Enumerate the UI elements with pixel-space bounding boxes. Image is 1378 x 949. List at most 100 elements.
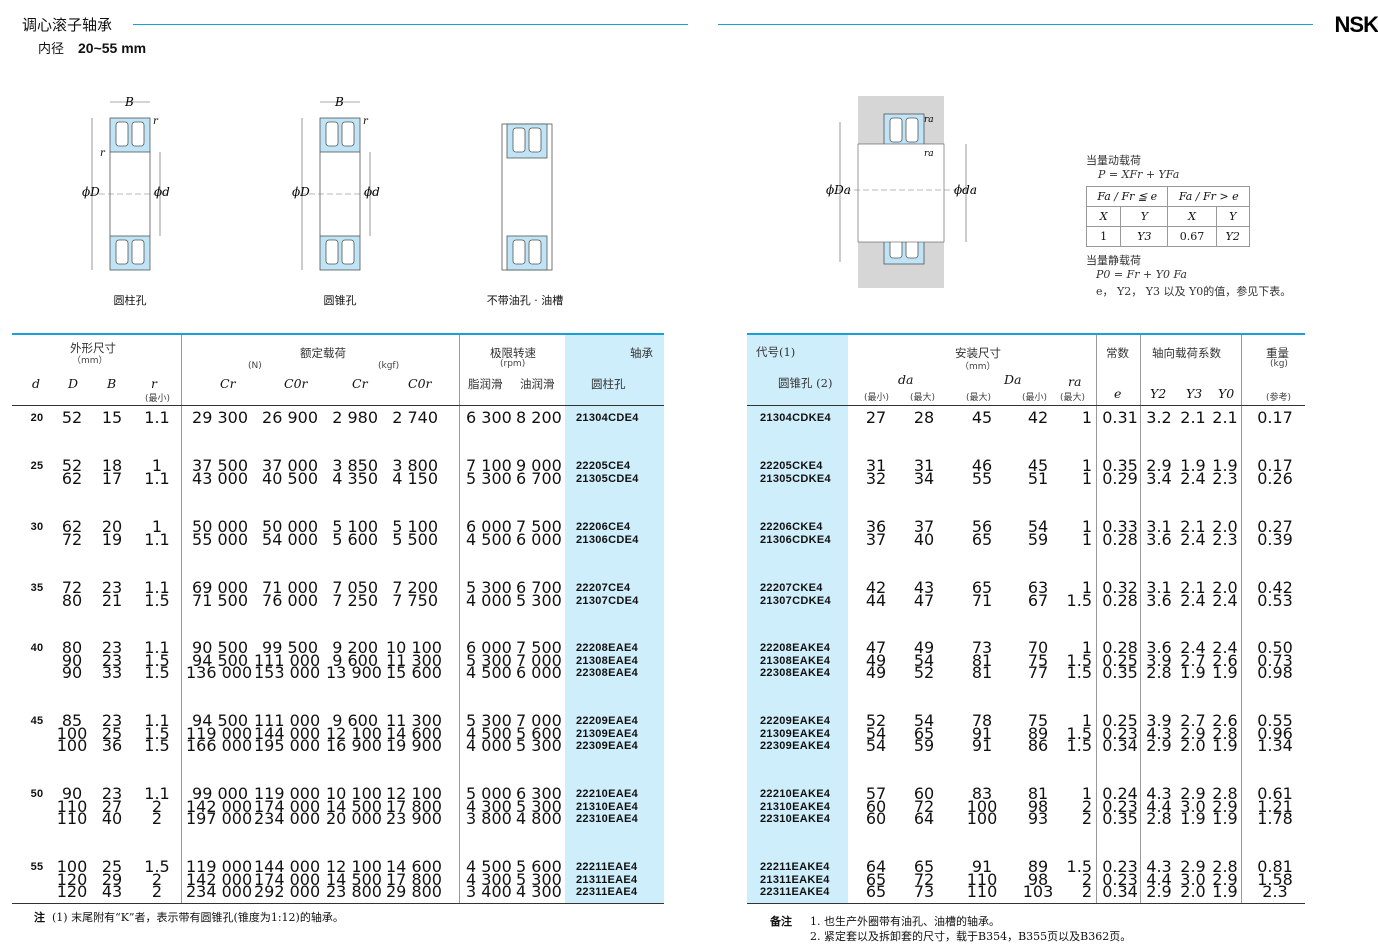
cell-ra-max-value: 1 (1081, 711, 1092, 730)
cell-c0r-kgf-value: 10 100 (386, 638, 442, 657)
bore-value: 20~55 mm (78, 40, 147, 56)
cell-c0r-n-value: 234 000 (254, 809, 321, 828)
cell-da-min-value: 44 (865, 590, 887, 610)
cell-width-B-value: 23 (101, 650, 123, 670)
cell-bore-d: 50 (22, 788, 52, 801)
left-table-top-rule (12, 333, 664, 335)
cell-ra-max-value: 2 (1081, 796, 1092, 816)
cell-weight-value: 1.34 (1257, 736, 1293, 755)
caption-no-oil-groove: 不带油孔 · 油槽 (486, 294, 564, 307)
cell-Da-max-value: 56 (971, 517, 993, 536)
cell-e-value: 0.35 (1102, 663, 1138, 682)
cell-ra-max-value: 1 (1081, 456, 1092, 475)
cell-Da-min-value: 67 (1027, 590, 1049, 610)
cell-da-max-value: 47 (913, 590, 935, 610)
cell-chamfer-r-value: 1.5 (144, 650, 170, 670)
cell-Da-min-value: 75 (1027, 650, 1049, 670)
hdr-load-n: (N) (248, 361, 262, 371)
cell-cr-n-value: 29 300 (192, 408, 248, 427)
cell-c0r-kgf-value: 19 900 (386, 736, 442, 755)
cell-weight-value: 0.81 (1257, 857, 1293, 876)
cell-y0-value: 2.8 (1212, 723, 1238, 743)
cell-e-value: 0.28 (1102, 590, 1138, 610)
cell-cr-kgf-value: 2 980 (332, 408, 378, 427)
cell-width-B-value: 23 (101, 578, 123, 597)
cell-y2-value: 2.9 (1146, 456, 1172, 475)
cell-bore-d-value: 40 (30, 642, 44, 654)
dim-ra-label: ra (924, 115, 934, 125)
cell-y0-value: 2.8 (1212, 784, 1238, 803)
cell-y2-value: 4.3 (1146, 723, 1172, 743)
cell-bearing-number-value: 22310EAE4 (576, 813, 639, 825)
cell-c0r-kgf-value: 7 750 (392, 590, 438, 610)
cell-da-max-value: 65 (913, 723, 935, 743)
cell-cr-kgf-value: 9 600 (332, 650, 378, 670)
cell-bearing-number-value: 22208EAE4 (576, 642, 639, 654)
cell-width-B-value: 23 (101, 711, 123, 730)
cell-bore-d-value: 25 (30, 460, 44, 472)
cell-taper-number-value: 21311EAKE4 (760, 873, 830, 886)
cell-speed-grease-value: 5 300 (466, 468, 512, 488)
cell-speed-grease-value: 4 300 (466, 796, 512, 816)
cell-taper-number-value: 22211EAKE4 (760, 861, 830, 873)
cell-e-value: 0.32 (1102, 578, 1138, 597)
cell-outer-D-value: 85 (61, 711, 83, 730)
cell-da-max-value: 65 (913, 857, 935, 876)
hdr-cylindrical: 圆柱孔 (591, 377, 626, 391)
cell-speed-grease-value: 3 400 (466, 882, 512, 901)
cell-speed-oil-value: 7 000 (516, 711, 562, 730)
cell-cr-n-value: 142 000 (186, 869, 253, 889)
page-title: 调心滚子轴承 (22, 16, 113, 34)
cell-c0r-kgf-value: 4 150 (392, 468, 438, 488)
cell-outer-D-value: 80 (61, 638, 83, 657)
dim-r-label: r (153, 116, 159, 127)
dim-phiD-label: ϕD (82, 185, 100, 199)
cell-taper-number-value: 21306CDKE4 (760, 533, 831, 546)
cell-y0: 2.1 (1210, 410, 1240, 425)
cell-c0r-kgf-value: 5 100 (392, 517, 438, 536)
cell-y3-value: 1.9 (1180, 809, 1206, 828)
cell-da-min-value: 49 (865, 650, 887, 670)
cell-y3-value: 2.9 (1180, 784, 1206, 803)
cell-c0r-kgf: 2 740 (386, 410, 438, 425)
cell-Da-min: 42 (1020, 410, 1056, 425)
cell-speed-oil-value: 5 300 (516, 736, 562, 755)
dim-r-label: r (363, 116, 369, 127)
cell-chamfer-r-value: 2 (151, 809, 163, 828)
dim-phiD-label: ϕD (292, 185, 310, 199)
cell-y0-value: 2.3 (1212, 468, 1238, 488)
cell-bearing-number: 21304CDE4 (576, 412, 662, 425)
cell-chamfer-r-value: 2 (151, 882, 163, 901)
cell-e-value: 0.24 (1102, 784, 1138, 803)
cell-c0r-n-value: 174 000 (254, 796, 321, 816)
cell-da-min-value: 42 (865, 578, 887, 597)
cell-c0r-kgf-value: 17 800 (386, 869, 442, 889)
cell-bearing-number-value: 22207CE4 (576, 582, 631, 594)
cell-da-max-value: 52 (913, 663, 935, 682)
cell-Da-max-value: 91 (971, 723, 993, 743)
